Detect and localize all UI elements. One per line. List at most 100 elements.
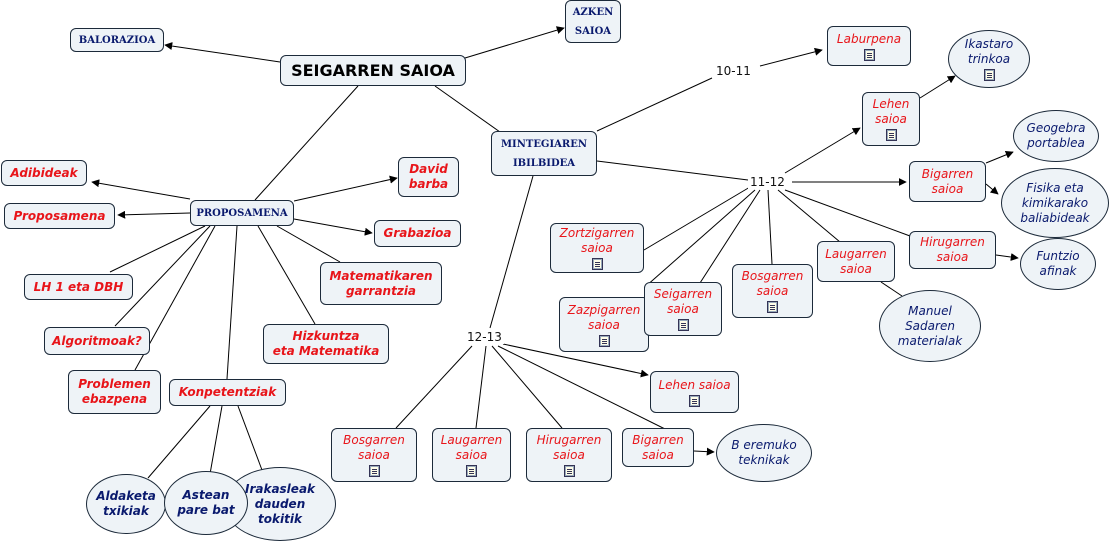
bigarren-saioa-1112-node[interactable]: Bigarren saioa	[909, 161, 986, 202]
konpetentziak-node[interactable]: Konpetentziak	[169, 379, 286, 406]
laugarren-saioa-1213-node[interactable]: Laugarren saioa	[432, 428, 511, 482]
hizkuntza-label-1: Hizkuntza	[292, 329, 360, 343]
grabazioa-node[interactable]: Grabazioa	[374, 220, 461, 247]
link-label-12-13: 12-13	[465, 330, 504, 344]
seigarren-label-1: Seigarren	[653, 287, 713, 301]
document-icon[interactable]	[591, 258, 603, 270]
bosgarren-1112-label-2: saioa	[756, 284, 789, 298]
balorazioa-node[interactable]: BALORAZIOA	[70, 28, 164, 52]
astean-label-1: Astean	[182, 488, 230, 502]
aldaketa-node[interactable]: Aldaketa txikiak	[86, 474, 166, 534]
ikastaro-label-2: trinkoa	[967, 52, 1011, 66]
mintegiaren-label-2: IBILBIDEA	[512, 157, 576, 169]
link-label-11-12: 11-12	[748, 175, 787, 189]
proposamena-child-node[interactable]: Proposamena	[4, 203, 115, 229]
zortzigarren-label-2: saioa	[581, 241, 613, 255]
geogebra-label-1: Geogebra	[1026, 121, 1086, 135]
aldaketa-label-1: Aldaketa	[96, 489, 156, 503]
astean-label-2: pare bat	[177, 503, 235, 517]
geogebra-node[interactable]: Geogebra portablea	[1013, 110, 1099, 162]
zortzigarren-saioa-node[interactable]: Zortzigarren saioa	[550, 223, 644, 273]
problemen-node[interactable]: Problemen ebazpena	[68, 370, 161, 414]
laugarren-saioa-1112-node[interactable]: Laugarren saioa	[817, 241, 895, 282]
david-label-2: barba	[408, 177, 449, 191]
bosgarren-saioa-1112-node[interactable]: Bosgarren saioa	[732, 264, 813, 318]
lehen-saioa-1213-node[interactable]: Lehen saioa	[650, 371, 739, 413]
seigarren-saioa-node[interactable]: Seigarren saioa	[644, 282, 722, 336]
bosgarren-1112-label-1: Bosgarren	[741, 269, 804, 283]
bigarren-1112-label-1: Bigarren	[921, 166, 974, 181]
lehen-1213-label: Lehen saioa	[658, 377, 731, 392]
fisika-label-2: kimikarako	[1021, 195, 1089, 210]
document-icon[interactable]	[598, 334, 610, 347]
lh-dbh-label: LH 1 eta DBH	[33, 279, 124, 294]
document-icon[interactable]	[689, 394, 700, 407]
link-label-10-11: 10-11	[714, 64, 753, 78]
manuel-node[interactable]: Manuel Sadaren materialak	[879, 290, 981, 362]
bosgarren-1213-label-1: Bosgarren	[343, 433, 405, 447]
matematikaren-node[interactable]: Matematikaren garrantzia	[320, 262, 442, 305]
bigarren-1213-label-2: saioa	[642, 447, 674, 462]
lehen-saioa-1112-node[interactable]: Lehen saioa	[862, 92, 920, 146]
bigarren-saioa-1213-node[interactable]: Bigarren saioa	[622, 428, 694, 467]
ikastaro-label-1: Ikastaro	[964, 37, 1014, 51]
geogebra-label-2: portablea	[1027, 136, 1085, 150]
hizkuntza-node[interactable]: Hizkuntza eta Matematika	[263, 324, 389, 364]
bigarren-1112-label-2: saioa	[931, 181, 964, 196]
algoritmoak-label: Algoritmoak?	[52, 333, 142, 348]
irakasleak-label-1: Irakasleak	[244, 481, 316, 496]
proposamena-label: PROPOSAMENA	[196, 207, 288, 219]
funtzio-label-1: Funtzio	[1036, 249, 1080, 263]
document-icon[interactable]	[983, 69, 995, 81]
matematikaren-label-2: garrantzia	[345, 283, 417, 298]
hirugarren-saioa-1112-node[interactable]: Hirugarren saioa	[909, 231, 996, 269]
manuel-label-3: materialak	[897, 333, 963, 348]
laugarren-1213-label-1: Laugarren	[440, 433, 503, 447]
fisika-label-1: Fisika eta	[1026, 180, 1084, 195]
zazpigarren-label-1: Zazpigarren	[567, 302, 641, 317]
ikastaro-node[interactable]: Ikastaro trinkoa	[948, 30, 1030, 88]
hirugarren-saioa-1213-node[interactable]: Hirugarren saioa	[526, 428, 612, 482]
manuel-label-1: Manuel	[908, 303, 952, 318]
root-node[interactable]: SEIGARREN SAIOA	[280, 55, 466, 86]
problemen-label-1: Problemen	[78, 377, 151, 391]
funtzio-node[interactable]: Funtzio afinak	[1020, 238, 1096, 290]
laburpena-node[interactable]: Laburpena	[827, 26, 911, 66]
proposamena-child-label: Proposamena	[13, 208, 106, 223]
matematikaren-label-1: Matematikaren	[329, 268, 433, 283]
fisika-node[interactable]: Fisika eta kimikarako baliabideak	[1001, 168, 1109, 238]
adibideak-label: Adibideak	[10, 165, 78, 180]
manuel-label-2: Sadaren	[905, 318, 955, 333]
proposamena-node[interactable]: PROPOSAMENA	[190, 200, 294, 226]
balorazioa-label: BALORAZIOA	[78, 34, 156, 46]
beremuko-node[interactable]: B eremuko teknikak	[716, 424, 812, 482]
lh-dbh-node[interactable]: LH 1 eta DBH	[24, 274, 133, 300]
hirugarren-1112-label-2: saioa	[936, 250, 969, 264]
fisika-label-3: baliabideak	[1020, 210, 1090, 225]
azken-label-2: SAIOA	[574, 25, 612, 37]
irakasleak-node[interactable]: Irakasleak dauden tokitik	[224, 467, 336, 541]
azken-saioa-node[interactable]: AZKEN SAIOA	[565, 0, 621, 43]
hirugarren-1112-label-1: Hirugarren	[920, 235, 985, 249]
hirugarren-1213-label-1: Hirugarren	[536, 433, 602, 447]
david-barba-node[interactable]: David barba	[398, 157, 459, 197]
document-icon[interactable]	[563, 465, 575, 477]
document-icon[interactable]	[767, 301, 778, 313]
mintegiaren-node[interactable]: MINTEGIAREN IBILBIDEA	[491, 131, 597, 176]
document-icon[interactable]	[863, 48, 875, 61]
document-icon[interactable]	[368, 465, 380, 477]
document-icon[interactable]	[885, 129, 897, 141]
document-icon[interactable]	[466, 465, 477, 477]
adibideak-node[interactable]: Adibideak	[1, 160, 87, 186]
beremuko-label-2: teknikak	[738, 453, 790, 467]
lehen-1112-label-2: saioa	[875, 112, 907, 126]
aldaketa-label-2: txikiak	[103, 504, 149, 518]
bosgarren-1213-label-2: saioa	[358, 448, 390, 462]
document-icon[interactable]	[677, 319, 689, 331]
astean-node[interactable]: Astean pare bat	[164, 471, 248, 535]
zazpigarren-saioa-node[interactable]: Zazpigarren saioa	[559, 297, 649, 352]
bosgarren-saioa-1213-node[interactable]: Bosgarren saioa	[331, 428, 417, 482]
bigarren-1213-label-1: Bigarren	[632, 432, 684, 447]
algoritmoak-node[interactable]: Algoritmoak?	[44, 327, 150, 355]
